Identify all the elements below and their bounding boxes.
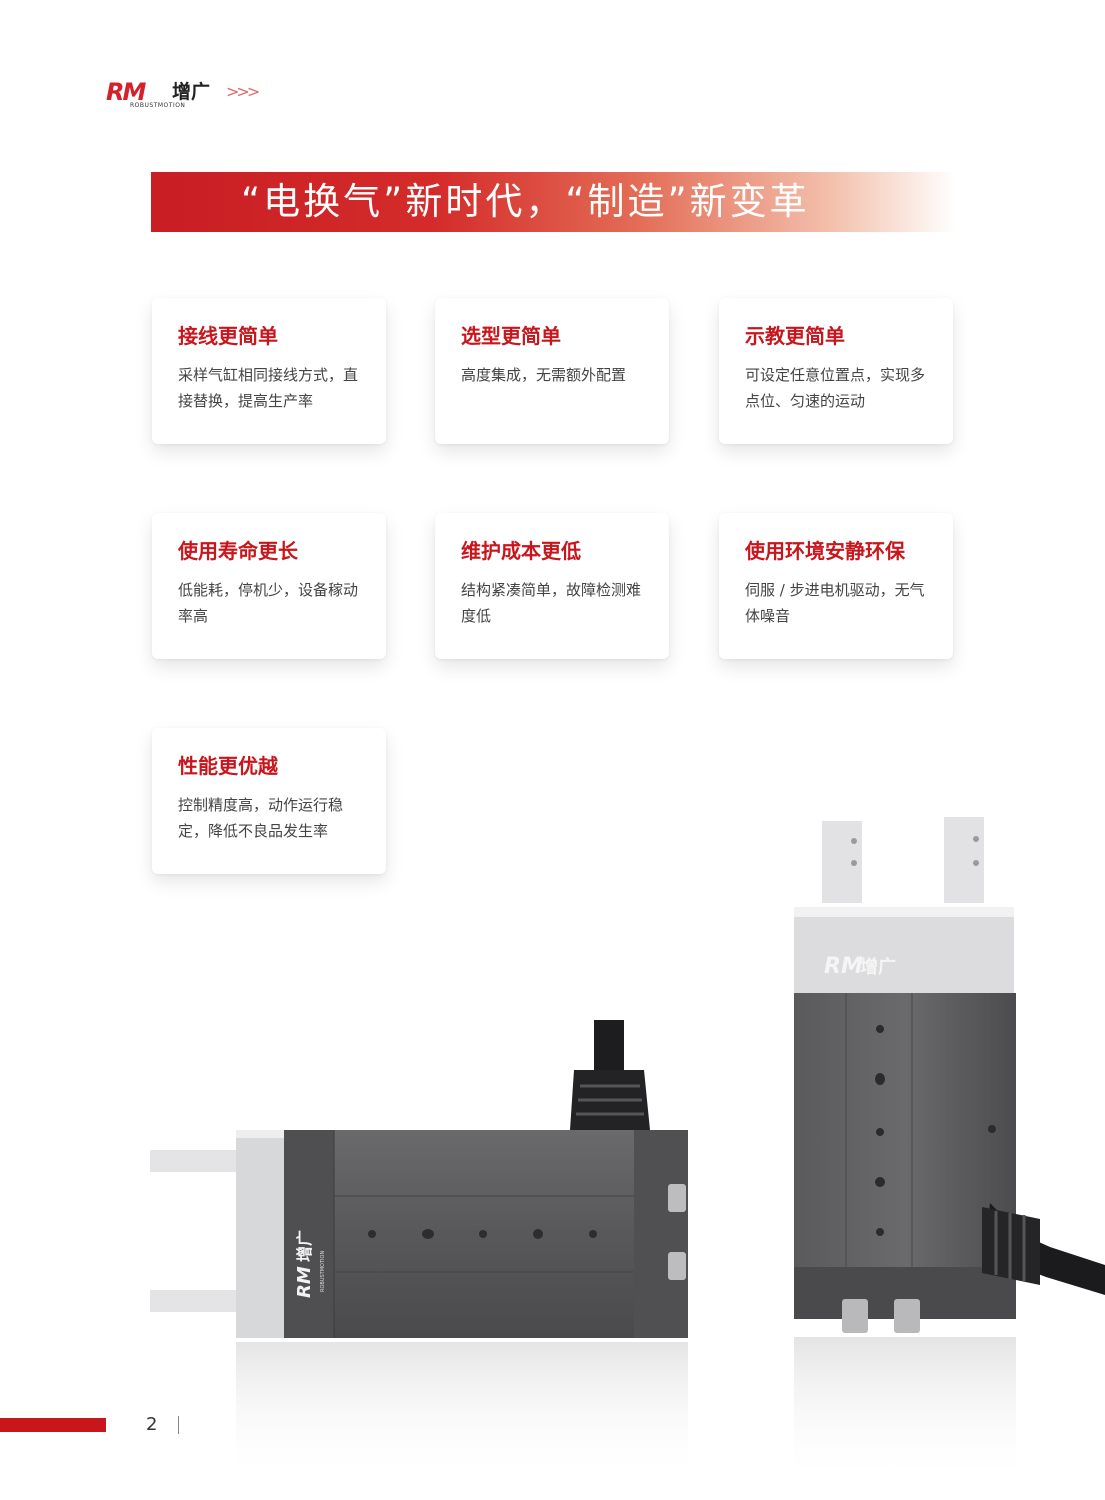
product-brand-english: ROBUSTMOTION bbox=[320, 1251, 326, 1292]
vertical-gripper-image: RM 增广 ROBUSTMOTION bbox=[794, 817, 1105, 1487]
feature-card: 选型更简单 高度集成，无需额外配置 bbox=[435, 298, 669, 444]
horizontal-gripper-image: RM 增广 ROBUSTMOTION bbox=[150, 1020, 688, 1482]
product-brand-english: ROBUSTMOTION bbox=[846, 979, 895, 986]
feature-title: 示教更简单 bbox=[745, 324, 845, 348]
feature-card: 维护成本更低 结构紧凑简单，故障检测难度低 bbox=[435, 513, 669, 659]
feature-card: 使用寿命更长 低能耗，停机少，设备稼动率高 bbox=[152, 513, 386, 659]
page-title: “电换气”新时代，“制造”新变革 bbox=[241, 180, 810, 223]
feature-description: 结构紧凑简单，故障检测难度低 bbox=[461, 581, 642, 625]
chevrons-icon: >>> bbox=[226, 82, 260, 101]
title-banner: “电换气”新时代，“制造”新变革 bbox=[151, 172, 956, 232]
feature-title: 使用环境安静环保 bbox=[745, 539, 905, 563]
feature-description: 伺服 / 步进电机驱动，无气体噪音 bbox=[745, 581, 925, 625]
footer-accent-bar bbox=[0, 1418, 106, 1432]
feature-card: 示教更简单 可设定任意位置点，实现多点位、匀速的运动 bbox=[719, 298, 953, 444]
logo-english-name: ROBUSTMOTION bbox=[130, 102, 186, 109]
feature-description: 低能耗，停机少，设备稼动率高 bbox=[178, 581, 359, 625]
feature-card: 使用环境安静环保 伺服 / 步进电机驱动，无气体噪音 bbox=[719, 513, 953, 659]
feature-title: 性能更优越 bbox=[178, 754, 278, 778]
feature-description: 可设定任意位置点，实现多点位、匀速的运动 bbox=[745, 366, 926, 410]
product-brand-chinese: 增广 bbox=[860, 956, 896, 978]
feature-title: 选型更简单 bbox=[461, 324, 561, 348]
feature-description: 控制精度高，动作运行稳定，降低不良品发生率 bbox=[178, 796, 344, 840]
footer-divider bbox=[178, 1416, 179, 1434]
page-number: 2 bbox=[146, 1414, 158, 1435]
feature-card: 性能更优越 控制精度高，动作运行稳定，降低不良品发生率 bbox=[152, 728, 386, 874]
feature-title: 维护成本更低 bbox=[461, 539, 581, 563]
feature-card: 接线更简单 采样气缸相同接线方式，直接替换，提高生产率 bbox=[152, 298, 386, 444]
product-brand-chinese: 增广 bbox=[295, 1230, 314, 1262]
feature-title: 使用寿命更长 bbox=[178, 539, 298, 563]
feature-description: 采样气缸相同接线方式，直接替换，提高生产率 bbox=[178, 366, 359, 410]
product-brand-mark: RM bbox=[824, 954, 863, 979]
brand-logo: RM 增广 ROBUSTMOTION >>> bbox=[106, 80, 266, 112]
product-brand-mark: RM bbox=[294, 1266, 315, 1298]
feature-title: 接线更简单 bbox=[178, 324, 278, 348]
logo-chinese-name: 增广 bbox=[172, 81, 211, 103]
feature-description: 高度集成，无需额外配置 bbox=[461, 366, 627, 384]
logo-mark: RM bbox=[106, 78, 146, 106]
